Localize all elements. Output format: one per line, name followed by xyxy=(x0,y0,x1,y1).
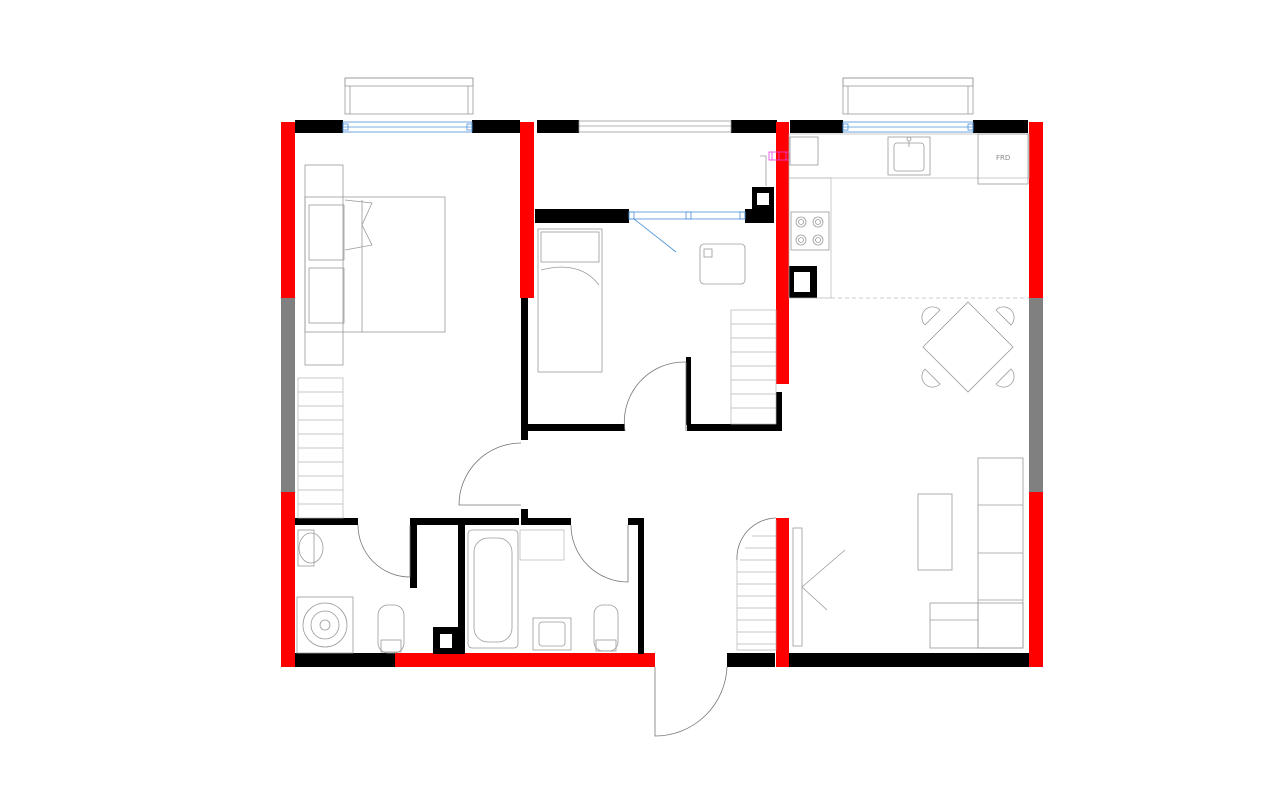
wall-segment xyxy=(458,524,465,654)
stairs-entry xyxy=(736,520,777,651)
desk-chair xyxy=(699,243,746,285)
wall-segment xyxy=(686,357,691,425)
wall-segment xyxy=(295,518,358,525)
wall-segment xyxy=(727,653,775,667)
new-wall-bottom xyxy=(395,653,655,667)
fridge xyxy=(977,133,1029,185)
new-wall-right-top xyxy=(1029,122,1043,298)
doors xyxy=(357,361,777,737)
kitchen-counter: FRD xyxy=(788,133,1030,299)
wall-segment xyxy=(295,653,395,667)
tv-unit xyxy=(792,527,846,647)
shower-tray xyxy=(296,596,354,654)
walls xyxy=(281,120,1043,667)
new-wall-partition xyxy=(520,122,534,298)
washbasin xyxy=(298,532,324,564)
wall-segment xyxy=(973,120,1028,133)
single-bed xyxy=(537,228,603,373)
bathroom-right-fixtures xyxy=(467,529,619,652)
wall-segment xyxy=(628,518,644,525)
wall-segment xyxy=(521,424,625,431)
fridge-label: FRD xyxy=(996,154,1010,162)
wall-segment xyxy=(731,120,777,133)
wall-segment xyxy=(295,120,343,133)
coffee-table xyxy=(917,493,953,571)
door-swing xyxy=(357,524,411,578)
new-wall-partition xyxy=(776,518,789,667)
new-wall-right-bottom xyxy=(1029,492,1043,667)
entry-door-swing xyxy=(654,666,728,737)
window xyxy=(578,120,732,133)
stairs-left xyxy=(297,377,344,519)
door-swing xyxy=(736,517,777,561)
window-box xyxy=(344,77,474,115)
new-wall-left-top xyxy=(281,122,295,298)
wall-segment xyxy=(410,518,417,588)
toilet xyxy=(377,604,405,654)
wall-segment xyxy=(789,653,1029,667)
wall-segment xyxy=(687,424,782,431)
door-swing xyxy=(570,524,629,583)
windows xyxy=(342,77,974,253)
wall-segment xyxy=(521,298,528,440)
wall-segment xyxy=(417,518,519,525)
demolished-wall-right xyxy=(1029,298,1043,492)
new-wall-left-bottom xyxy=(281,492,295,667)
new-wall-partition xyxy=(776,122,789,384)
demolished-wall-left xyxy=(281,298,295,492)
wall-segment xyxy=(745,209,755,223)
wall-segment xyxy=(472,120,520,133)
bathtub xyxy=(467,529,519,649)
sofa xyxy=(929,457,1024,649)
wall-segment xyxy=(776,392,782,428)
wall-segment xyxy=(521,509,528,525)
wall-segment xyxy=(535,209,629,223)
wall-segment xyxy=(638,518,644,654)
stove xyxy=(790,211,830,251)
bathroom-left-fixtures xyxy=(296,529,405,654)
flue-hole xyxy=(794,272,810,292)
stairs-middle xyxy=(730,309,777,425)
door-swing xyxy=(458,442,522,506)
door-swing xyxy=(623,361,687,432)
window xyxy=(628,211,746,220)
double-bed xyxy=(304,164,446,366)
dining-table xyxy=(921,301,1015,393)
wall-segment xyxy=(537,120,579,133)
window-box xyxy=(842,77,974,115)
washbasin xyxy=(532,617,572,651)
wall-segment xyxy=(790,120,843,133)
shaft-hole xyxy=(440,634,452,648)
wall-segment xyxy=(521,518,571,525)
toilet xyxy=(593,604,619,652)
column-hole xyxy=(757,193,769,205)
